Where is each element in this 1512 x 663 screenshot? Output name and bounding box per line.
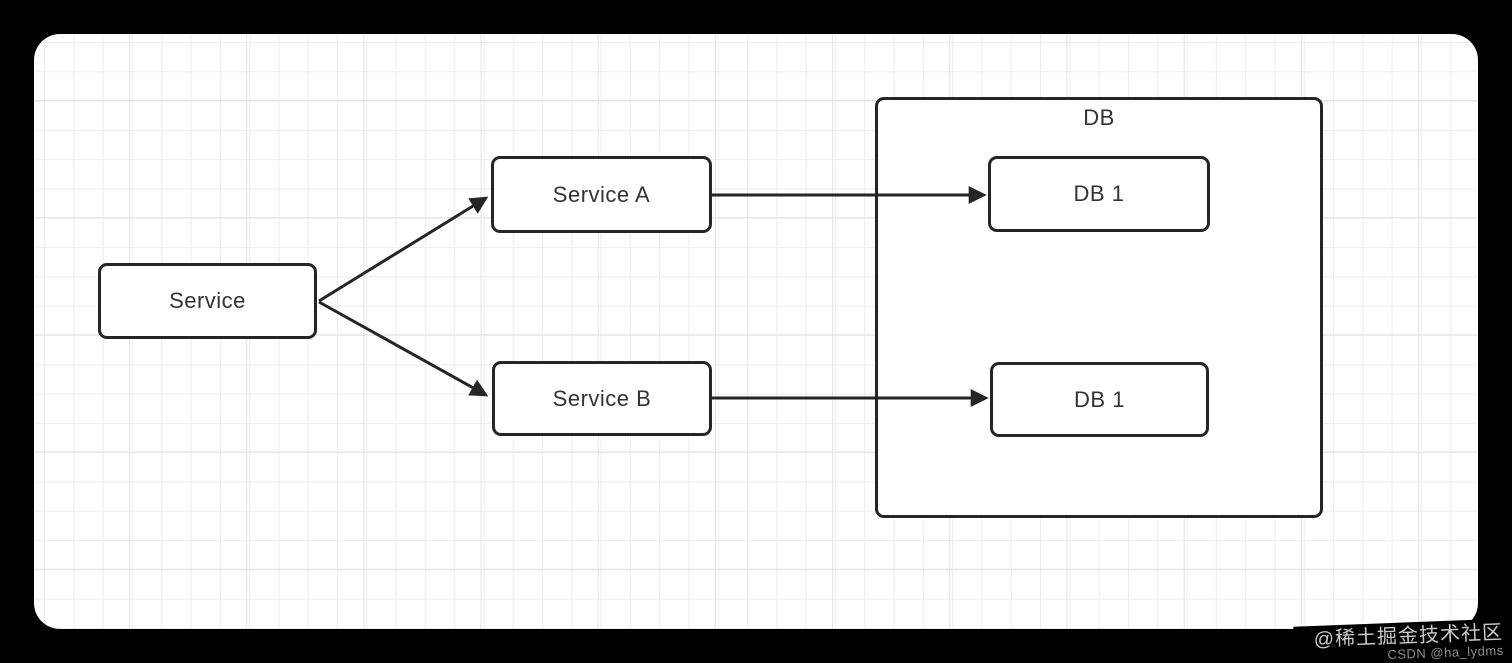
node-db1-top-label: DB 1 — [1073, 181, 1125, 206]
node-db1-bottom-label: DB 1 — [1074, 386, 1125, 412]
node-service-b: Service B — [492, 361, 712, 436]
edge-service-to-service-a — [318, 196, 489, 303]
node-service-label: Service — [169, 288, 246, 313]
diagram-canvas: DB Service Service A Service B DB 1 — [34, 34, 1478, 629]
node-db1-bottom: DB 1 — [990, 362, 1209, 437]
node-service-a: Service A — [491, 156, 712, 233]
node-service-b-label: Service B — [552, 385, 652, 411]
watermark: @稀土掘金技术社区 CSDN @ha_lydms — [1292, 617, 1512, 663]
group-db-label: DB — [1083, 105, 1115, 130]
edge-service-to-service-b — [318, 300, 489, 397]
node-db1-top: DB 1 — [988, 156, 1210, 232]
node-service-a-label: Service A — [552, 181, 651, 207]
node-service: Service — [98, 263, 317, 339]
